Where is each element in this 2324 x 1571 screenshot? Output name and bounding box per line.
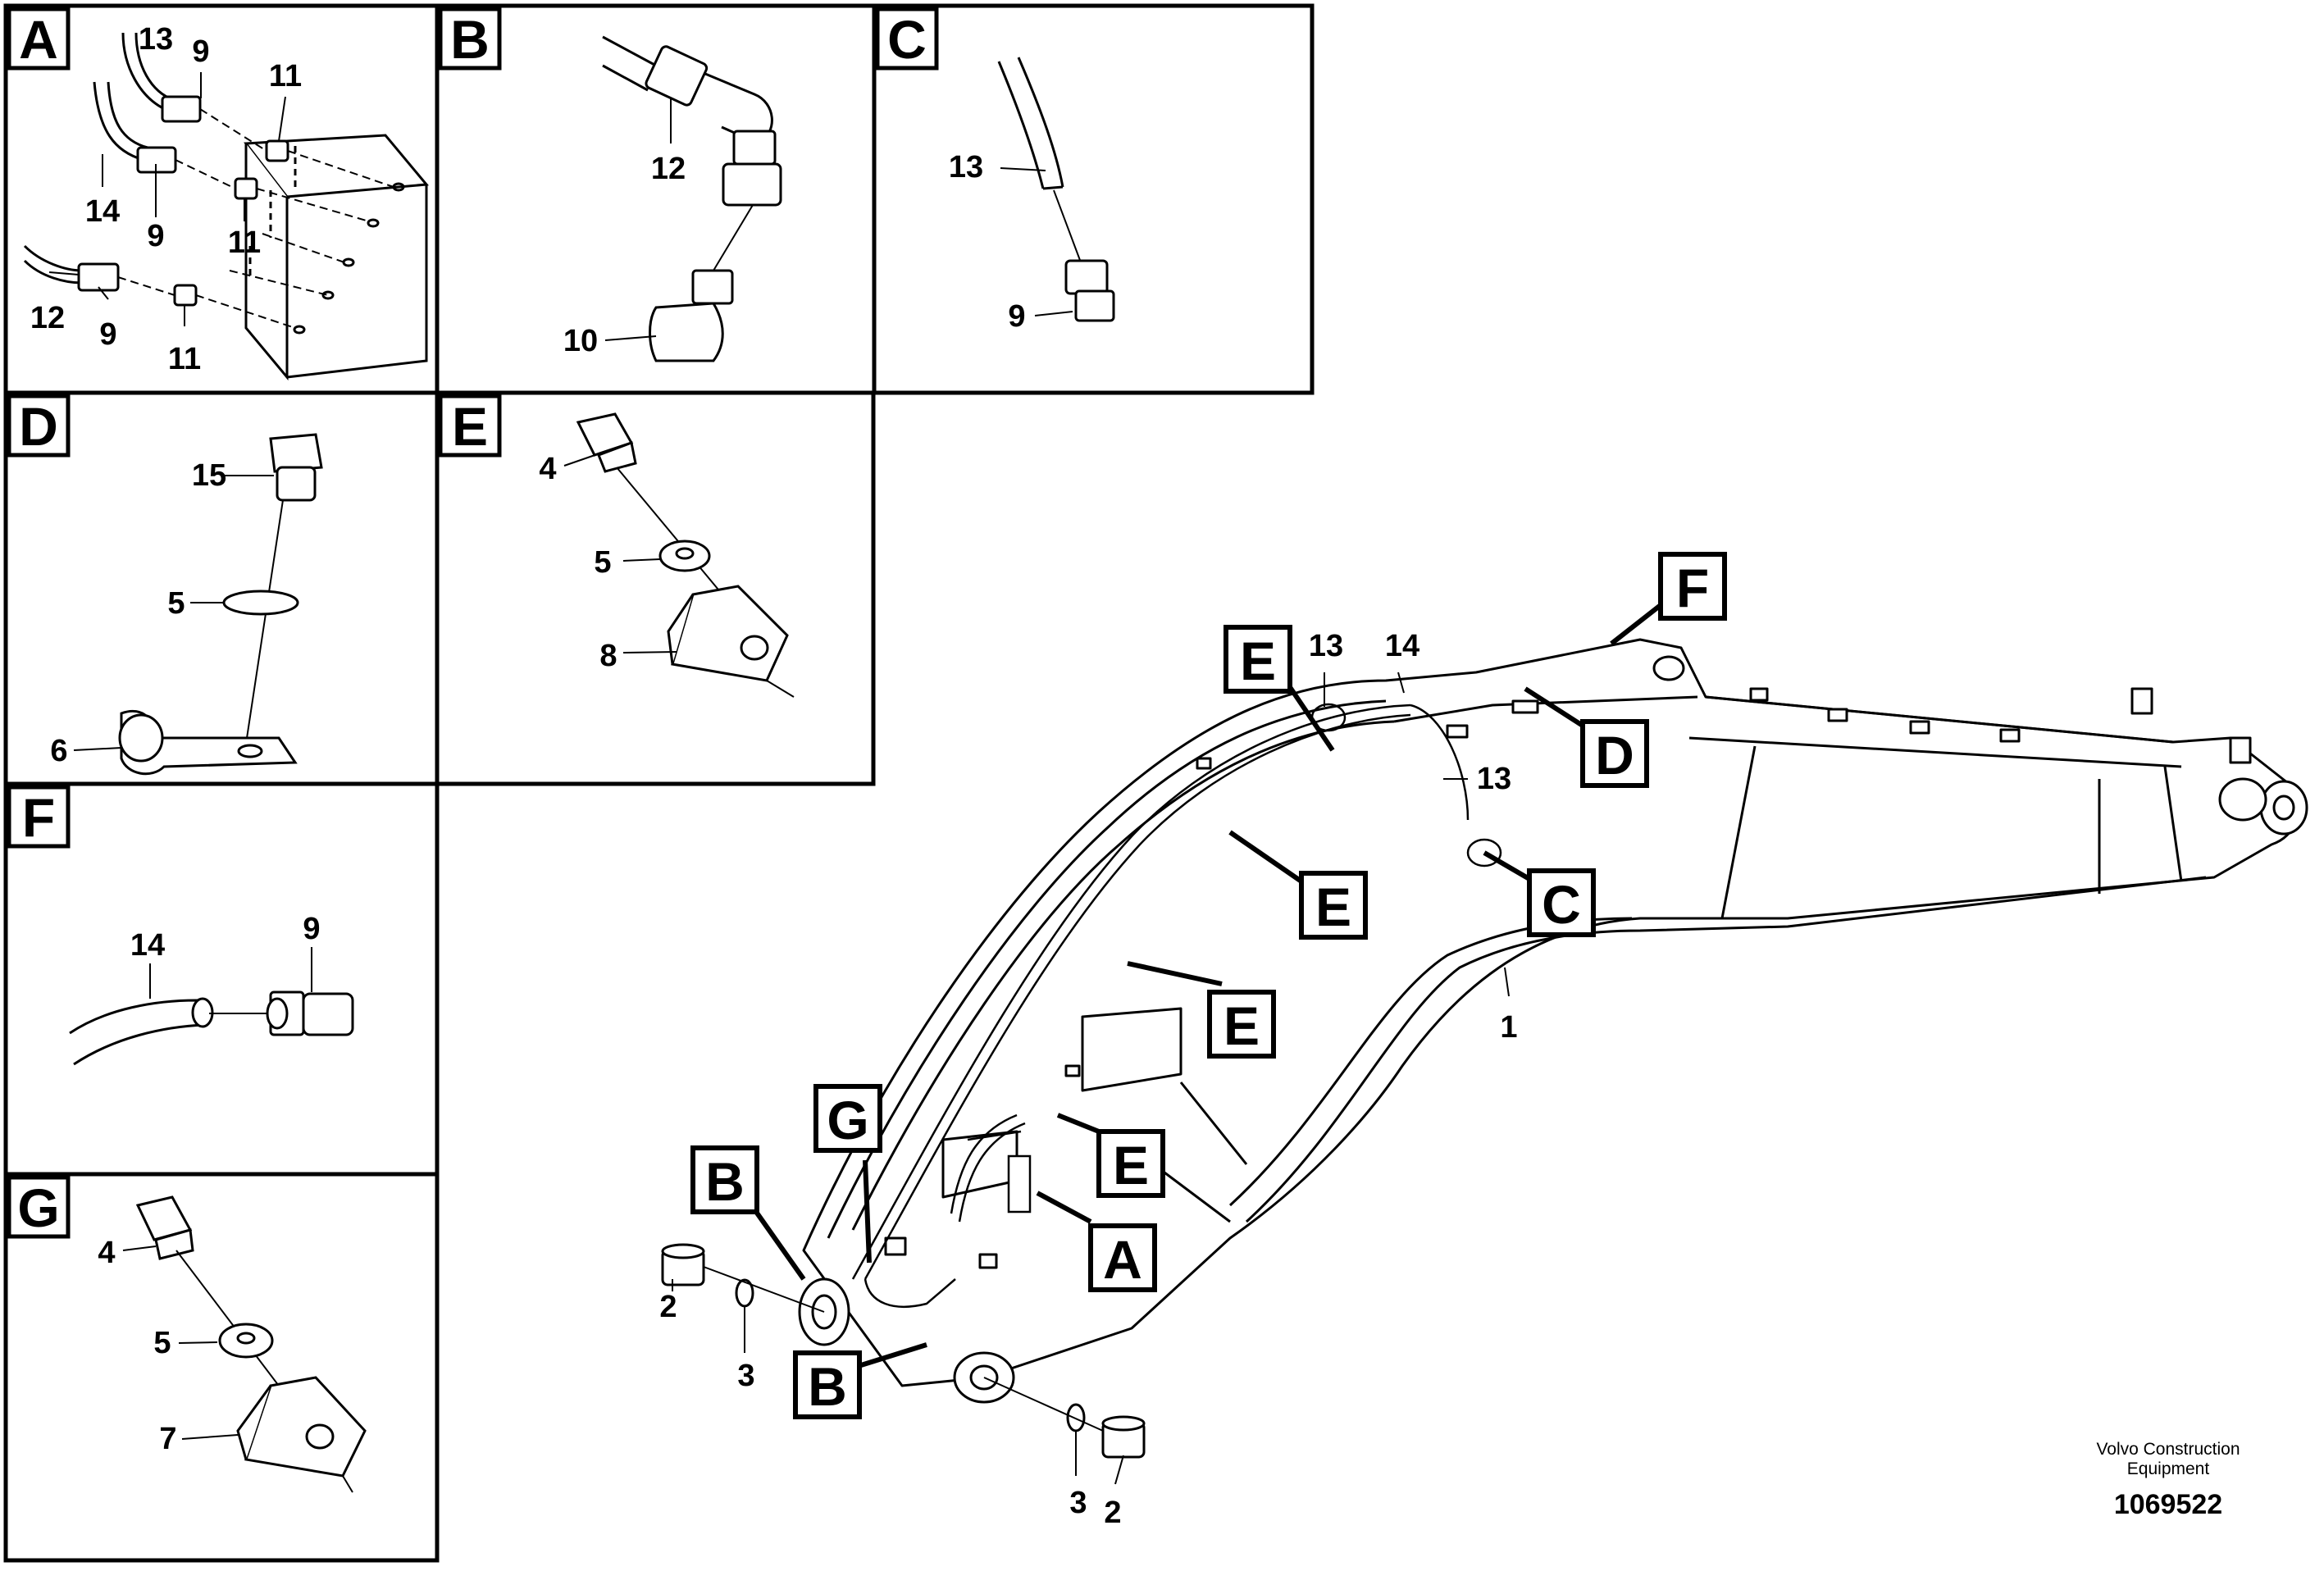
panel-b-callout-12: 12: [651, 152, 686, 186]
panel-d-callout-5: 5: [167, 586, 185, 621]
panel-f-drawing: [69, 947, 354, 1066]
boom-callout-13-top: 13: [1309, 629, 1343, 663]
callout-tag-d: D: [1580, 719, 1649, 788]
main-tag-leaders: [752, 603, 1662, 1368]
panel-frame-f: [3, 781, 440, 1177]
panel-e-letter: E: [452, 396, 488, 457]
callout-tag-b-lower: B: [793, 1350, 862, 1419]
callout-tag-e-third-letter: E: [1224, 995, 1260, 1056]
panel-e-callout-8: 8: [599, 639, 617, 673]
panel-frame-g: [3, 1172, 440, 1563]
callout-tag-b-lower-letter: B: [808, 1356, 847, 1417]
callout-tag-e-second: E: [1299, 871, 1368, 940]
panel-a-callout-14: 14: [85, 194, 120, 229]
panel-e-tag: E: [438, 394, 502, 458]
panel-c-callout-13: 13: [949, 150, 983, 184]
panel-e-callout-4: 4: [539, 452, 556, 486]
callout-tag-e-top: E: [1224, 625, 1292, 694]
panel-g-tag: G: [7, 1175, 71, 1239]
credit-block: Volvo Construction Equipment 1069522: [2062, 1440, 2275, 1521]
pivot-callout-3-right: 3: [1069, 1486, 1087, 1520]
panel-d-tag: D: [7, 394, 71, 458]
panel-d-callout-15: 15: [192, 458, 226, 493]
panel-f-letter: F: [22, 787, 55, 848]
callout-tag-b-upper-letter: B: [705, 1151, 745, 1212]
panel-frame-c: [872, 3, 1315, 395]
callout-tag-g-letter: G: [827, 1090, 868, 1150]
panel-a-tag: A: [7, 7, 71, 71]
boom-body: [798, 638, 2308, 1404]
panel-g-callout-5: 5: [153, 1326, 171, 1360]
callout-tag-f: F: [1658, 552, 1727, 621]
callout-tag-e-fourth-letter: E: [1113, 1135, 1149, 1195]
pivot-callout-2-right: 2: [1104, 1496, 1121, 1530]
callout-tag-g: G: [813, 1084, 882, 1153]
pivot-callout-3-left: 3: [737, 1359, 754, 1393]
pivot-bushings: [661, 1243, 1146, 1459]
panel-frame-a: [3, 3, 440, 395]
panel-c-letter: C: [887, 9, 927, 70]
main-leader-lines: [672, 672, 1510, 1485]
panel-a-callout-11-mid: 11: [228, 225, 261, 260]
panel-c-tag: C: [875, 7, 939, 71]
panel-a-callout-9-bottom: 9: [99, 317, 116, 352]
panel-d-drawing: [73, 433, 323, 776]
panel-f-callout-14: 14: [130, 928, 165, 963]
panel-e-drawing: [563, 412, 795, 698]
callout-tag-b-upper: B: [690, 1145, 759, 1214]
panel-g-callout-4: 4: [98, 1236, 115, 1270]
callout-tag-a: A: [1088, 1223, 1157, 1292]
callout-tag-d-letter: D: [1595, 725, 1634, 786]
panel-a-callout-13: 13: [139, 22, 173, 57]
panel-c-callout-9: 9: [1008, 299, 1025, 334]
boom-callout-14: 14: [1385, 629, 1419, 663]
boom-hoses: [851, 703, 1502, 1308]
panel-a-callout-11-bottom: 11: [168, 342, 201, 376]
panel-g-callout-7: 7: [159, 1422, 176, 1456]
panel-b-tag: B: [438, 7, 502, 71]
callout-tag-c: C: [1527, 868, 1596, 937]
callout-tag-e-top-letter: E: [1240, 631, 1276, 691]
panel-b-callout-10: 10: [563, 324, 598, 358]
panel-b-letter: B: [450, 9, 490, 70]
pivot-callout-2-left: 2: [659, 1290, 677, 1324]
panel-a-callout-12: 12: [30, 301, 65, 335]
panel-d-callout-6: 6: [50, 734, 67, 768]
callout-tag-e-second-letter: E: [1315, 877, 1351, 937]
callout-tag-c-letter: C: [1542, 874, 1581, 935]
manufacturer-name: Volvo Construction Equipment: [2096, 1440, 2240, 1478]
boom-callout-1: 1: [1500, 1010, 1517, 1045]
panel-a-callout-9-mid: 9: [147, 219, 164, 253]
panel-a-letter: A: [19, 9, 58, 70]
panel-g-drawing: [122, 1195, 367, 1493]
callout-tag-e-third: E: [1207, 990, 1276, 1059]
drawing-number: 1069522: [2113, 1489, 2223, 1520]
panel-b-drawing: [602, 35, 782, 362]
panel-f-callout-9: 9: [303, 912, 320, 946]
panel-c-drawing: [997, 57, 1115, 322]
panel-d-letter: D: [19, 396, 58, 457]
boom-callout-13-side: 13: [1477, 762, 1511, 796]
callout-tag-f-letter: F: [1676, 558, 1709, 618]
panel-a-callout-11-top: 11: [269, 59, 302, 93]
panel-a-drawing: [23, 32, 429, 381]
panel-g-letter: G: [17, 1177, 59, 1238]
panel-e-callout-5: 5: [594, 545, 611, 580]
panel-a-callout-9-top: 9: [192, 34, 209, 69]
callout-tag-e-fourth: E: [1096, 1129, 1165, 1198]
panel-frame-e: [435, 390, 876, 786]
panel-frame-d: [3, 390, 440, 786]
callout-tag-a-letter: A: [1103, 1229, 1142, 1290]
panel-f-tag: F: [7, 785, 71, 849]
